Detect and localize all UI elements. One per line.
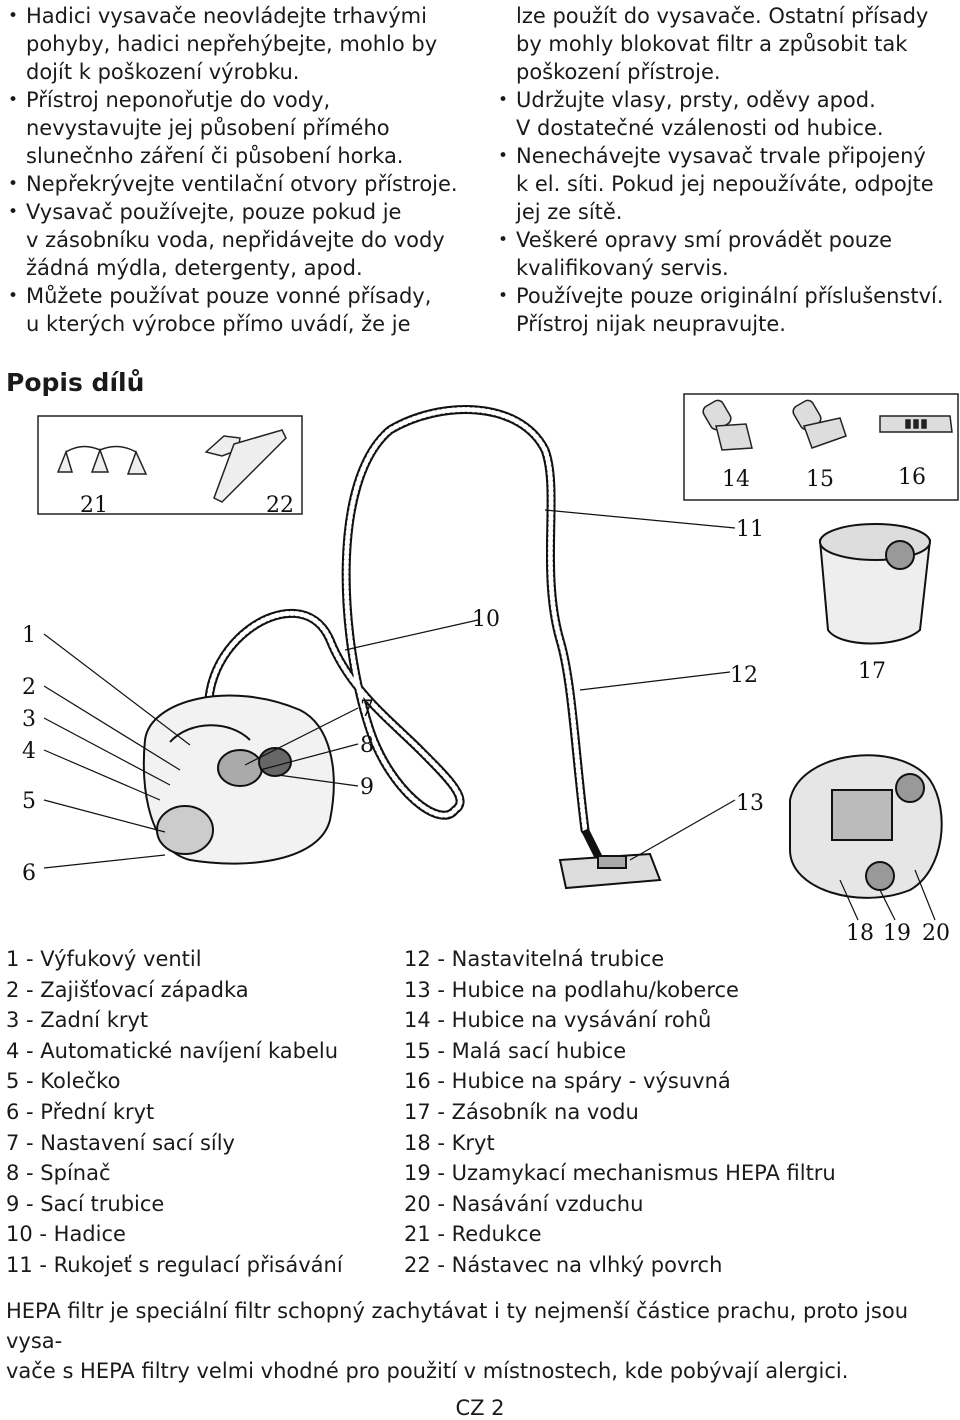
wet-surface-nozzle-icon (204, 429, 287, 503)
callout-6: 6 (22, 861, 36, 886)
floor-nozzle-drawing (558, 852, 662, 890)
callout-21: 21 (80, 493, 108, 518)
left-line: u kterých výrobce přímo uvádí, že je (26, 312, 411, 336)
legend-item: 18 - Kryt (404, 1130, 495, 1155)
left-line: pohyby, hadici nepřehýbejte, mohlo by (26, 32, 438, 56)
legend-item: 1 - Výfukový ventil (6, 947, 202, 971)
right-line: kvalifikovaný servis. (516, 256, 729, 280)
callout-20: 20 (922, 921, 950, 946)
callout-4: 4 (22, 739, 36, 764)
left-line: žádná mýdla, detergenty, apod. (26, 256, 363, 280)
legend-item: 8 - Spínač (6, 1161, 111, 1186)
right-line: Udržujte vlasy, prsty, oděvy apod. (496, 86, 956, 114)
callout-5: 5 (22, 789, 36, 814)
right-line: lze použít do vysavače. Ostatní přísady (516, 4, 929, 28)
left-line: Nepřekrývejte ventilační otvory přístroj… (6, 170, 476, 198)
left-line: v zásobníku voda, nepřidávejte do vody (26, 228, 445, 252)
legend-item: 15 - Malá sací hubice (404, 1038, 627, 1063)
hepa-note-line-2: vače s HEPA filtry velmi vhodné pro použ… (6, 1359, 849, 1383)
callout-11: 11 (736, 517, 764, 542)
right-line: k el. síti. Pokud jej nepoužíváte, odpoj… (516, 172, 934, 196)
right-line: Používejte pouze originální příslušenstv… (496, 282, 956, 310)
callout-7: 7 (360, 697, 374, 722)
callout-12: 12 (730, 663, 758, 688)
accessory-box-left (37, 415, 303, 515)
legend-item: 9 - Sací trubice (6, 1191, 165, 1216)
legend-item: 11 - Rukojeť s regulací přisávání (6, 1252, 343, 1277)
right-line: by mohly blokovat filtr a způsobit tak (516, 32, 908, 56)
legend-item: 6 - Přední kryt (6, 1099, 155, 1124)
legend-item: 2 - Zajišťovací západka (6, 977, 249, 1002)
legend-item: 16 - Hubice na spáry - výsuvná (404, 1069, 731, 1094)
callout-10: 10 (472, 607, 500, 632)
leader-lines (43, 509, 936, 921)
hepa-note-line-1: HEPA filtr je speciální filtr schopný za… (6, 1299, 909, 1353)
crevice-nozzle-icon (879, 415, 953, 433)
legend-item: 5 - Kolečko (6, 1069, 121, 1094)
callout-19: 19 (883, 921, 911, 946)
callout-1: 1 (22, 623, 36, 648)
legend-item: 22 - Nástavec na vlhký povrch (404, 1252, 723, 1277)
parts-legend-right: 12 - Nastavitelná trubice 13 - Hubice na … (404, 944, 836, 1281)
legend-item: 21 - Redukce (404, 1222, 542, 1247)
right-line: jej ze sítě. (516, 200, 623, 224)
reduction-adapters-icon (56, 445, 148, 475)
section-title: Popis dílů (6, 368, 145, 397)
legend-item: 3 - Zadní kryt (6, 1008, 149, 1033)
vacuum-body-drawing (142, 694, 335, 865)
legend-item: 4 - Automatické navíjení kabelu (6, 1038, 339, 1063)
hepa-filter-note: HEPA filtr je speciální filtr schopný za… (6, 1296, 958, 1386)
callout-13: 13 (736, 791, 764, 816)
corner-nozzle-icon (702, 399, 753, 451)
parts-diagram: 1 2 3 4 5 6 7 8 9 10 11 12 13 14 15 16 1… (22, 393, 959, 946)
callout-3: 3 (22, 707, 36, 732)
page-number: CZ 2 (455, 1396, 505, 1420)
callout-8: 8 (360, 733, 374, 758)
legend-item: 20 - Nasávání vzduchu (404, 1191, 644, 1216)
right-line: Nenechávejte vysavač trvale připojený (496, 142, 956, 170)
callout-14: 14 (722, 467, 750, 492)
left-line: slunečnho záření či působení horka. (26, 144, 404, 168)
callout-9: 9 (360, 775, 374, 800)
left-line: dojít k poškození výrobku. (26, 60, 300, 84)
callout-18: 18 (846, 921, 874, 946)
legend-item: 7 - Nastavení sací síly (6, 1130, 235, 1155)
legend-item: 14 - Hubice na vysávání rohů (404, 1008, 712, 1033)
legend-item: 19 - Uzamykací mechanismus HEPA filtru (404, 1161, 836, 1186)
accessory-box-top (683, 393, 959, 501)
water-tank-drawing (818, 523, 932, 645)
left-line: Vysavač používejte, pouze pokud je (6, 198, 476, 226)
legend-item: 10 - Hadice (6, 1222, 126, 1247)
left-line: Přístroj neponořutje do vody, (6, 86, 476, 114)
vacuum-base-drawing (789, 754, 943, 899)
left-line: Můžete používat pouze vonné přísady, (6, 282, 476, 310)
left-line: Hadici vysavače neovládejte trhavými (6, 2, 476, 30)
safety-notes-left: Hadici vysavače neovládejte trhavýmipohy… (6, 2, 476, 338)
left-line: nevystavujte jej působení přímého (26, 116, 390, 140)
callout-17: 17 (858, 659, 886, 684)
right-line: Přístroj nijak neupravujte. (516, 312, 786, 336)
legend-item: 17 - Zásobník na vodu (404, 1099, 639, 1124)
callout-22: 22 (266, 493, 294, 518)
right-line: V dostatečné vzálenosti od hubice. (516, 116, 884, 140)
right-line: Veškeré opravy smí provádět pouze (496, 226, 956, 254)
callout-16: 16 (898, 465, 926, 490)
legend-item: 12 - Nastavitelná trubice (404, 947, 665, 971)
legend-item: 13 - Hubice na podlahu/koberce (404, 977, 739, 1002)
right-line: poškození přístroje. (516, 60, 721, 84)
safety-list-right: lze použít do vysavače. Ostatní přísady b… (496, 2, 956, 338)
parts-legend-left: 1 - Výfukový ventil 2 - Zajišťovací západ… (6, 944, 343, 1281)
small-nozzle-icon (792, 399, 847, 449)
safety-notes-right: lze použít do vysavače. Ostatní přísady b… (496, 2, 956, 338)
callout-15: 15 (806, 467, 834, 492)
callout-2: 2 (22, 675, 36, 700)
safety-list-left: Hadici vysavače neovládejte trhavýmipohy… (6, 2, 476, 338)
